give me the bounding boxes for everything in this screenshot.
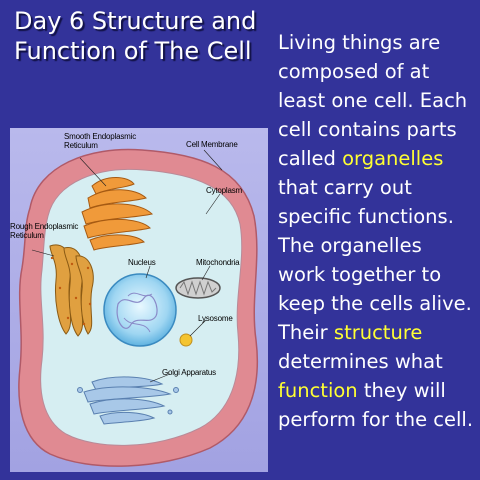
title-line-2: Function of The Cell	[14, 37, 252, 65]
label-rough-er: Rough Endoplasmic Reticulum	[10, 222, 79, 240]
label-cell-membrane: Cell Membrane	[186, 140, 238, 149]
body-text-3: determines what	[278, 350, 443, 373]
body-paragraph: Living things are composed of at least o…	[278, 28, 474, 434]
term-function: function	[278, 379, 358, 402]
lysosome-shape	[179, 333, 193, 347]
smooth-er-shape	[81, 177, 153, 251]
cell-diagram: Smooth Endoplasmic Reticulum Cell Membra…	[10, 128, 268, 472]
mitochondria-shape	[175, 277, 221, 299]
cell-diagram-image	[10, 128, 268, 472]
nucleus-shape	[103, 273, 177, 347]
label-cytoplasm: Cytoplasm	[206, 186, 242, 195]
label-nucleus: Nucleus	[128, 258, 156, 267]
body-text-2: that carry out specific functions. The o…	[278, 176, 472, 344]
title-line-1: Day 6 Structure and	[14, 7, 257, 35]
term-structure: structure	[333, 321, 423, 344]
body-text-1: Living things are composed of at least o…	[278, 31, 468, 170]
term-organelles: organelles	[342, 147, 444, 170]
slide-title: Day 6 Structure and Function of The Cell	[14, 6, 274, 66]
body-text-4: they will perform for the cell.	[278, 379, 474, 431]
leader-lines	[31, 149, 223, 383]
label-golgi: Golgi Apparatus	[162, 368, 216, 377]
label-mitochondria: Mitochondria	[196, 258, 240, 267]
label-smooth-er: Smooth Endoplasmic Reticulum	[64, 132, 136, 150]
label-lysosome: Lysosome	[198, 314, 233, 323]
golgi-apparatus-shape	[77, 376, 179, 425]
rough-er-shape	[49, 244, 94, 337]
